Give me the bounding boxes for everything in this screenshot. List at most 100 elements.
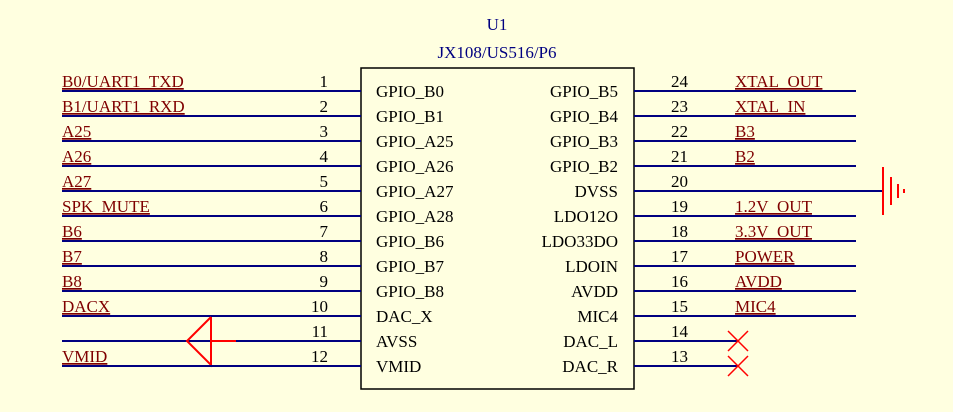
ic-body bbox=[360, 67, 635, 390]
pin-name: DAC_R bbox=[562, 357, 618, 376]
pin-name: LDO12O bbox=[554, 207, 618, 226]
net-label: SPK_MUTE bbox=[62, 197, 150, 216]
pin-number: 22 bbox=[671, 122, 688, 141]
pin-name: VMID bbox=[376, 357, 421, 376]
net-label: A26 bbox=[62, 147, 91, 166]
pin-name: GPIO_B1 bbox=[376, 107, 444, 126]
pin-number: 21 bbox=[671, 147, 688, 166]
net-label: 1.2V_OUT bbox=[735, 197, 813, 216]
pin-number: 12 bbox=[311, 347, 328, 366]
pin-name: MIC4 bbox=[577, 307, 618, 326]
net-label: XTAL_OUT bbox=[735, 72, 823, 91]
pin-number: 4 bbox=[320, 147, 329, 166]
net-label: B8 bbox=[62, 272, 82, 291]
net-label: A27 bbox=[62, 172, 92, 191]
pin-name: DAC_X bbox=[376, 307, 433, 326]
net-label: B1/UART1_RXD bbox=[62, 97, 185, 116]
net-label: B6 bbox=[62, 222, 82, 241]
pin-name: GPIO_B3 bbox=[550, 132, 618, 151]
net-label: POWER bbox=[735, 247, 795, 266]
pin-name: GPIO_B4 bbox=[550, 107, 619, 126]
pin-number: 3 bbox=[320, 122, 329, 141]
pin-name: GPIO_A28 bbox=[376, 207, 453, 226]
pin-name: GPIO_B0 bbox=[376, 82, 444, 101]
pin-name: GPIO_B5 bbox=[550, 82, 618, 101]
component-designator: U1 bbox=[487, 15, 508, 34]
net-label: B3 bbox=[735, 122, 755, 141]
pin-name: GPIO_B8 bbox=[376, 282, 444, 301]
right-pin-group: 24GPIO_B5XTAL_OUT23GPIO_B4XTAL_IN22GPIO_… bbox=[542, 72, 905, 377]
net-label: DACX bbox=[62, 297, 110, 316]
no-connect-icon bbox=[727, 330, 749, 352]
pin-number: 1 bbox=[320, 72, 329, 91]
net-label: B0/UART1_TXD bbox=[62, 72, 184, 91]
pin-number: 6 bbox=[320, 197, 329, 216]
pin-number: 16 bbox=[671, 272, 688, 291]
pin-name: DAC_L bbox=[563, 332, 618, 351]
pin-name: GPIO_B7 bbox=[376, 257, 445, 276]
net-label: MIC4 bbox=[735, 297, 776, 316]
pin-number: 10 bbox=[311, 297, 328, 316]
analog-ground-icon bbox=[185, 316, 236, 368]
net-label: AVDD bbox=[735, 272, 782, 291]
pin-name: LDOIN bbox=[565, 257, 618, 276]
pin-number: 23 bbox=[671, 97, 688, 116]
pin-name: GPIO_A25 bbox=[376, 132, 453, 151]
pin-name: GPIO_B2 bbox=[550, 157, 618, 176]
pin-name: GPIO_B6 bbox=[376, 232, 444, 251]
pin-number: 24 bbox=[671, 72, 689, 91]
pin-number: 14 bbox=[671, 322, 689, 341]
pin-number: 18 bbox=[671, 222, 688, 241]
pin-number: 2 bbox=[320, 97, 329, 116]
pin-name: AVDD bbox=[571, 282, 618, 301]
no-connect-icon bbox=[727, 355, 749, 377]
pin-number: 19 bbox=[671, 197, 688, 216]
pin-name: LDO33DO bbox=[542, 232, 619, 251]
pin-name: AVSS bbox=[376, 332, 417, 351]
pin-number: 17 bbox=[671, 247, 689, 266]
pin-number: 5 bbox=[320, 172, 329, 191]
pin-number: 8 bbox=[320, 247, 329, 266]
pin-number: 11 bbox=[312, 322, 328, 341]
net-label: B2 bbox=[735, 147, 755, 166]
net-label: A25 bbox=[62, 122, 91, 141]
pin-number: 15 bbox=[671, 297, 688, 316]
pin-name: GPIO_A27 bbox=[376, 182, 454, 201]
pin-name: DVSS bbox=[575, 182, 618, 201]
pin-number: 7 bbox=[320, 222, 329, 241]
ground-icon bbox=[882, 167, 905, 215]
pin-number: 9 bbox=[320, 272, 329, 291]
net-label: B7 bbox=[62, 247, 82, 266]
pin-number: 13 bbox=[671, 347, 688, 366]
net-label: VMID bbox=[62, 347, 107, 366]
pin-number: 20 bbox=[671, 172, 688, 191]
net-label: 3.3V_OUT bbox=[735, 222, 813, 241]
pin-name: GPIO_A26 bbox=[376, 157, 453, 176]
